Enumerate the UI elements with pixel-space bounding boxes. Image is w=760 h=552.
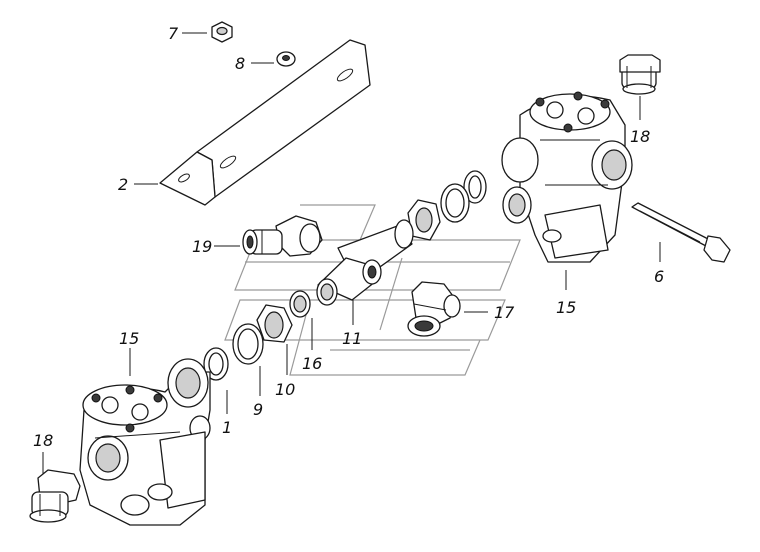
callout-18-top: 18 xyxy=(630,127,650,146)
part-18-fitting-top xyxy=(619,54,661,95)
part-19-elbow xyxy=(242,215,323,257)
callout-6: 6 xyxy=(654,267,664,286)
part-2-bracket xyxy=(159,39,371,206)
callout-17: 17 xyxy=(494,303,515,322)
leader-lines xyxy=(42,32,661,474)
part-10-nut xyxy=(256,304,293,343)
callout-7: 7 xyxy=(168,24,179,43)
part-11-tee xyxy=(316,219,414,306)
part-6-bolt xyxy=(631,202,731,263)
part-washer-upper-b xyxy=(440,183,470,223)
part-nut-upper xyxy=(407,199,441,241)
callout-8: 8 xyxy=(235,54,245,73)
part-16-washer xyxy=(289,290,311,318)
part-15-valve-left xyxy=(79,358,211,526)
callout-15-left: 15 xyxy=(119,329,139,348)
part-9-washer xyxy=(232,323,264,365)
callout-10: 10 xyxy=(275,380,295,399)
callout-9: 9 xyxy=(253,400,263,419)
part-15-valve-right xyxy=(501,91,633,263)
callout-16: 16 xyxy=(302,354,322,373)
callout-15-right: 15 xyxy=(556,298,576,317)
callout-19: 19 xyxy=(192,237,212,256)
callout-labels: 7 8 2 18 6 15 19 17 11 16 10 9 1 15 18 xyxy=(33,24,664,450)
part-8-washer xyxy=(276,51,296,67)
callout-11: 11 xyxy=(342,329,362,348)
callout-2: 2 xyxy=(118,175,128,194)
part-7-nut xyxy=(211,21,233,43)
part-17-elbow xyxy=(407,281,461,337)
part-washer-upper-a xyxy=(463,170,487,204)
callout-18-bottom: 18 xyxy=(33,431,53,450)
part-18-fitting-bottom xyxy=(29,469,81,523)
callout-1: 1 xyxy=(222,418,232,437)
